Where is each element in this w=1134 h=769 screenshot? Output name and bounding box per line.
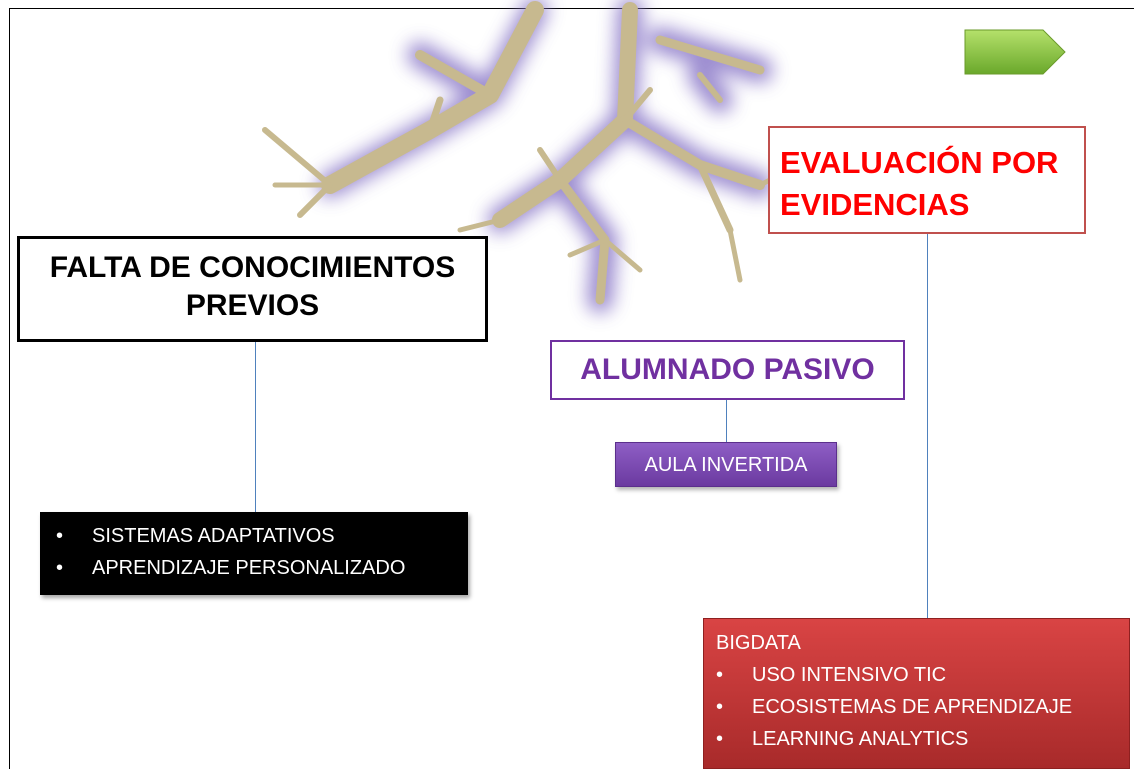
aula-invertida-box: AULA INVERTIDA xyxy=(615,442,837,487)
item-label: LEARNING ANALYTICS xyxy=(752,728,969,750)
item-label: ECOSISTEMAS DE APRENDIZAJE xyxy=(752,696,1073,718)
falta-solutions-box: • SISTEMAS ADAPTATIVOS • APRENDIZAJE PERSO… xyxy=(40,512,468,595)
bullet-icon: • xyxy=(716,696,724,718)
alumnado-title: ALUMNADO PASIVO xyxy=(580,353,875,386)
bigdata-box: BIGDATA • USO INTENSIVO TIC • ECOSISTEMAS … xyxy=(703,618,1130,769)
roots-branches xyxy=(262,1,793,305)
evaluacion-evidencias-box: EVALUACIÓN POR EVIDENCIAS xyxy=(768,126,1086,234)
list-item: • SISTEMAS ADAPTATIVOS xyxy=(56,520,468,552)
list-item: • USO INTENSIVO TIC xyxy=(716,659,1129,691)
connector-evaluacion xyxy=(927,234,928,618)
evaluacion-line1: EVALUACIÓN POR xyxy=(780,145,1059,180)
aula-label: AULA INVERTIDA xyxy=(644,454,808,476)
list-item: • APRENDIZAJE PERSONALIZADO xyxy=(56,552,468,584)
bullet-icon: • xyxy=(716,728,724,750)
item-label: APRENDIZAJE PERSONALIZADO xyxy=(92,557,406,579)
alumnado-pasivo-box: ALUMNADO PASIVO xyxy=(550,340,905,400)
slide-frame xyxy=(9,8,1134,769)
falta-conocimientos-box: FALTA DE CONOCIMIENTOS PREVIOS xyxy=(17,236,488,342)
bullet-icon: • xyxy=(56,525,64,547)
falta-line2: PREVIOS xyxy=(185,289,320,322)
connector-falta xyxy=(255,342,256,514)
list-item: • ECOSISTEMAS DE APRENDIZAJE xyxy=(716,691,1129,723)
item-label: USO INTENSIVO TIC xyxy=(752,664,947,686)
bullet-icon: • xyxy=(716,664,724,686)
connector-alumnado xyxy=(726,400,727,442)
next-arrow-icon[interactable] xyxy=(964,29,1066,75)
bullet-icon: • xyxy=(56,557,64,579)
list-item: • LEARNING ANALYTICS xyxy=(716,723,1129,755)
item-label: SISTEMAS ADAPTATIVOS xyxy=(92,525,335,547)
bigdata-heading: BIGDATA xyxy=(716,632,801,654)
evaluacion-line2: EVIDENCIAS xyxy=(780,187,970,222)
falta-line1: FALTA DE CONOCIMIENTOS xyxy=(49,251,456,284)
